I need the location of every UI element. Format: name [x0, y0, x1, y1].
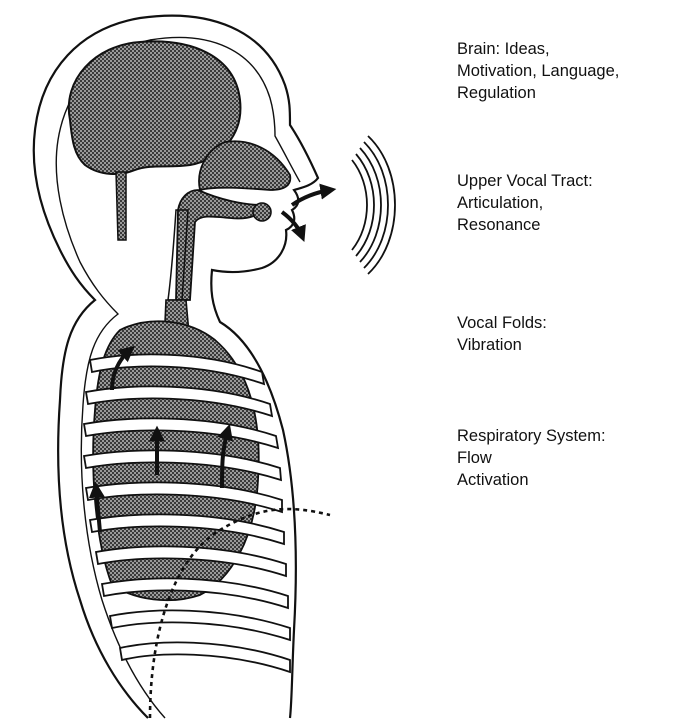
label-respiratory-system-line: Flow: [457, 447, 606, 469]
label-brain: Brain: Ideas, Motivation, Language, Regu…: [457, 38, 619, 104]
label-upper-vocal-tract-line: Upper Vocal Tract:: [457, 170, 593, 192]
label-brain-line: Brain: Ideas,: [457, 38, 619, 60]
label-brain-line: Regulation: [457, 82, 619, 104]
sound-waves: [352, 136, 395, 274]
lips: [253, 203, 271, 221]
label-vocal-folds-line: Vocal Folds:: [457, 312, 547, 334]
nasal-cavity: [199, 141, 290, 190]
label-respiratory-system-line: Activation: [457, 469, 606, 491]
vocal-tract: [176, 190, 262, 300]
label-vocal-folds: Vocal Folds: Vibration: [457, 312, 547, 356]
label-brain-line: Motivation, Language,: [457, 60, 619, 82]
label-upper-vocal-tract-line: Resonance: [457, 214, 593, 236]
label-vocal-folds-line: Vibration: [457, 334, 547, 356]
label-respiratory-system: Respiratory System: Flow Activation: [457, 425, 606, 491]
brainstem: [116, 172, 126, 240]
label-upper-vocal-tract: Upper Vocal Tract: Articulation, Resonan…: [457, 170, 593, 236]
label-respiratory-system-line: Respiratory System:: [457, 425, 606, 447]
label-upper-vocal-tract-line: Articulation,: [457, 192, 593, 214]
